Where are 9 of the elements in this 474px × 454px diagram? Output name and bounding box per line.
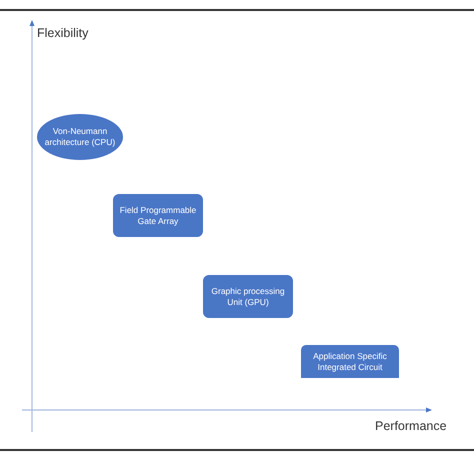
process-box bbox=[301, 345, 399, 378]
process-box bbox=[203, 275, 293, 318]
node-text: Graphic processing Unit (GPU) bbox=[210, 286, 286, 308]
node-text: Field Programmable Gate Array bbox=[118, 204, 198, 226]
node-text: Von-Neumann architecture (CPU) bbox=[44, 126, 116, 148]
process-box bbox=[113, 194, 203, 237]
axis-label: Flexibility bbox=[37, 26, 88, 40]
axis-label: Performance bbox=[375, 419, 447, 433]
node-text: Application Specific Integrated Circuit bbox=[312, 350, 388, 372]
